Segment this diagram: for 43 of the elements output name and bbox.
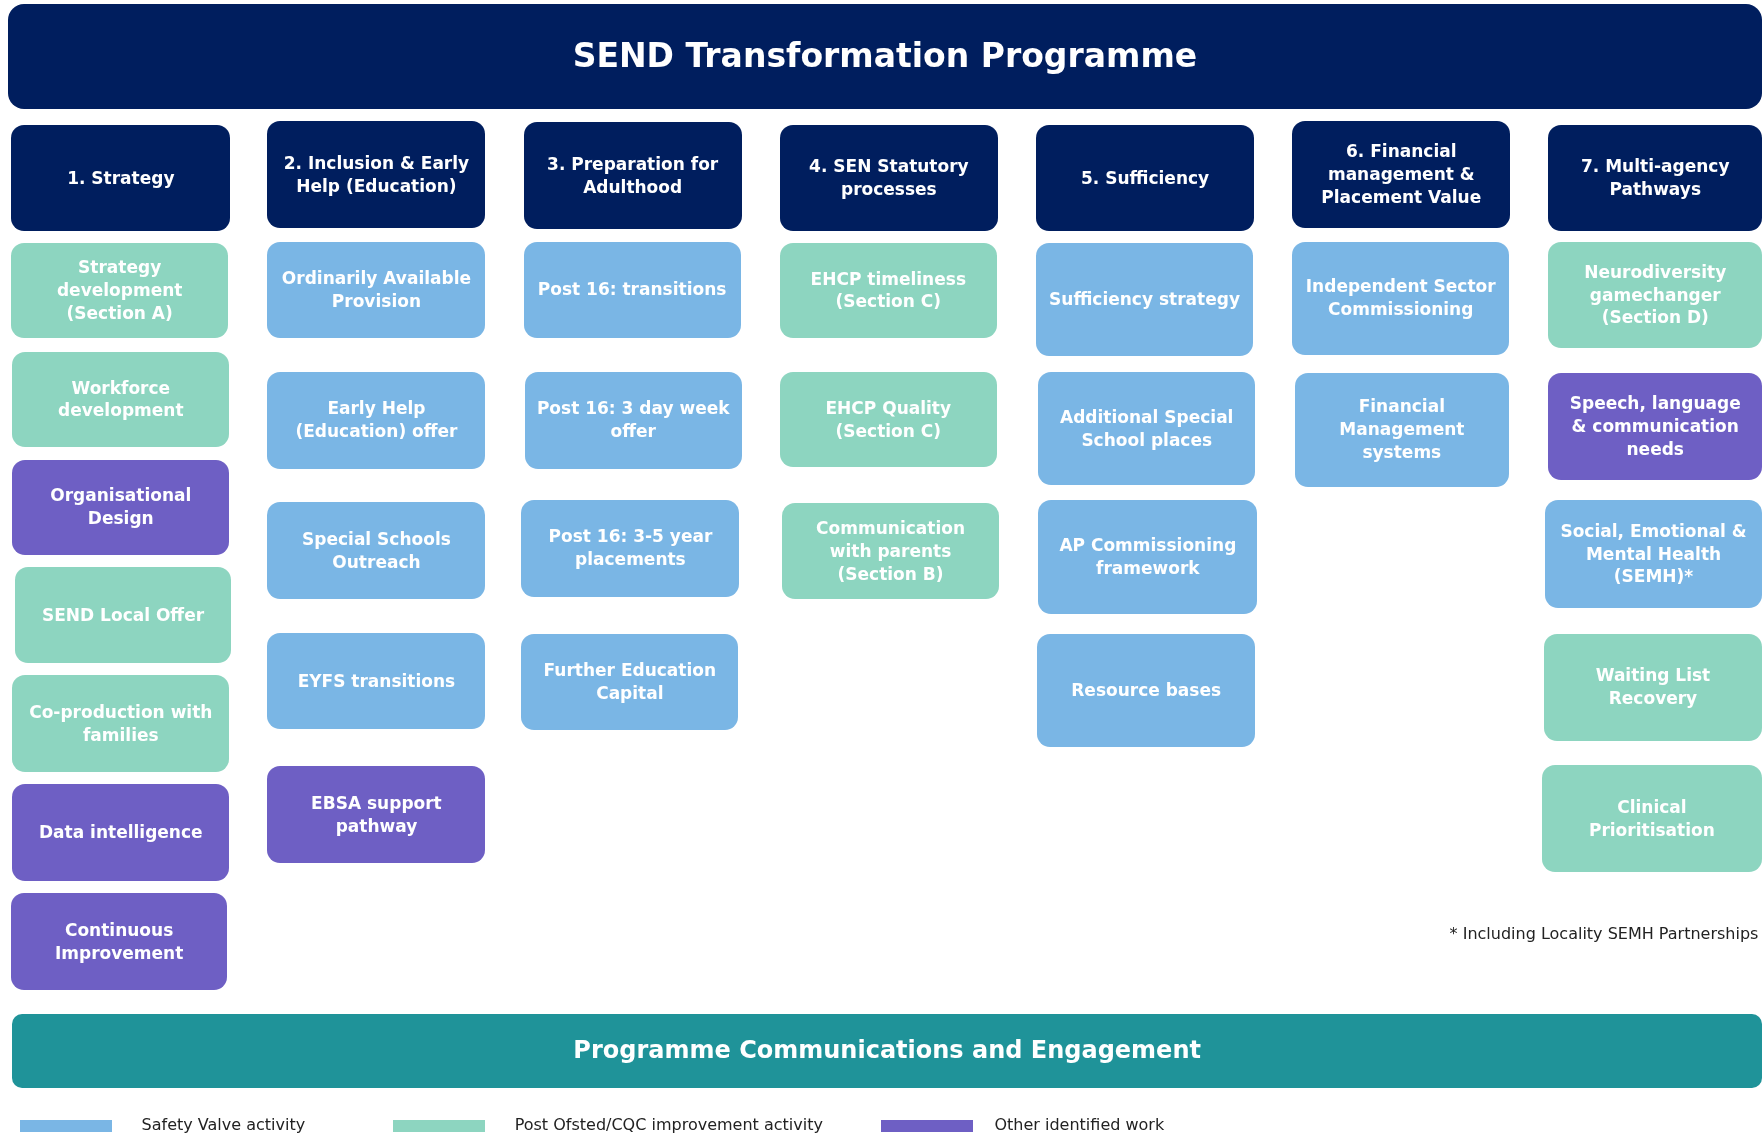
column-header: 5. Sufficiency	[1036, 124, 1255, 232]
activity-box: EHCP Quality (Section C)	[779, 371, 997, 468]
activity-box: Further Education Capital	[521, 633, 739, 731]
activity-box: Post 16: transitions	[523, 241, 741, 339]
legend-label: Post Ofsted/CQC improvement activity	[514, 1114, 823, 1134]
activity-box: Independent Sector Commissioning	[1292, 241, 1510, 356]
activity-box: Ordinarily Available Provision	[267, 241, 486, 339]
legend-label: Other identified work	[994, 1114, 1165, 1134]
activity-box: Data intelligence	[12, 784, 230, 881]
activity-box: Workforce development	[12, 351, 230, 448]
activity-box: Continuous Improvement	[11, 893, 227, 990]
activity-box: Post 16: 3-5 year placements	[521, 500, 740, 597]
column-header: 7. Multi-agency Pathways	[1548, 124, 1762, 232]
activity-box: EHCP timeliness (Section C)	[779, 242, 997, 339]
activity-box: Financial Management systems	[1294, 373, 1510, 487]
activity-box: Resource bases	[1037, 633, 1256, 748]
activity-box: Neurodiversity gamechanger (Section D)	[1548, 241, 1762, 349]
column-header: 4. SEN Statutory processes	[779, 124, 998, 232]
activity-box: EYFS transitions	[267, 632, 486, 730]
activity-box: Special Schools Outreach	[267, 502, 486, 599]
activity-box: AP Commissioning framework	[1038, 500, 1258, 614]
activity-box: Social, Emotional & Mental Health (SEMH)*	[1545, 500, 1762, 608]
activity-box: Organisational Design	[12, 459, 230, 556]
activity-box: Early Help (Education) offer	[267, 371, 486, 469]
column-header: 6. Financial management & Placement Value	[1292, 121, 1511, 229]
activity-box: Post 16: 3 day week offer	[524, 371, 742, 469]
activity-box: Co-production with families	[12, 675, 230, 772]
footnote: * Including Locality SEMH Partnerships	[1449, 923, 1759, 943]
activity-box: Sufficiency strategy	[1036, 242, 1253, 357]
column-header: 3. Preparation for Adulthood	[523, 122, 742, 230]
column-header: 1. Strategy	[11, 124, 231, 232]
legend-label: Safety Valve activity	[141, 1114, 306, 1134]
activity-box: Strategy development (Section A)	[11, 242, 229, 339]
activity-box: EBSA support pathway	[267, 766, 486, 863]
column-header: 2. Inclusion & Early Help (Education)	[267, 121, 486, 229]
title-banner: SEND Transformation Programme	[7, 4, 1762, 109]
activity-box: Clinical Prioritisation	[1541, 765, 1762, 872]
activity-box: SEND Local Offer	[14, 567, 232, 663]
activity-box: Speech, language & communication needs	[1548, 373, 1762, 480]
banner: Programme Communications and Engagement	[12, 1013, 1762, 1088]
activity-box: Waiting List Recovery	[1544, 633, 1762, 741]
activity-box: Communication with parents (Section B)	[782, 503, 999, 599]
activity-box: Additional Special School places	[1038, 371, 1256, 486]
